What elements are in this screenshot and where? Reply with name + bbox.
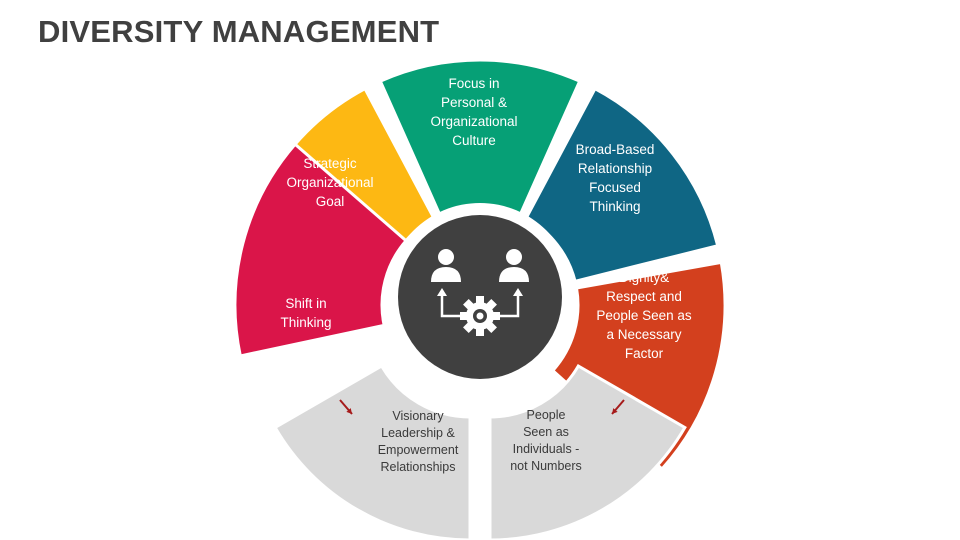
segment-label-line: Factor (625, 346, 664, 361)
segment-label-line: Focused (589, 180, 641, 195)
segment-label-line: Respect and (606, 289, 682, 304)
segment-dignity-respect (550, 260, 727, 472)
segment-label-line: Empowerment (378, 443, 459, 457)
segment-label-line: Thinking (280, 315, 331, 330)
segment-label-line: Visionary (392, 409, 444, 423)
segment-label-line: a Necessary (606, 327, 681, 342)
segment-label-line: People (527, 408, 566, 422)
segment-label-line: Strategic (303, 156, 357, 171)
segment-label-line: Thinking (589, 199, 640, 214)
segment-label-line: Relationships (380, 460, 455, 474)
segment-label-line: Broad-Based (576, 142, 655, 157)
segment-label-line: not Numbers (510, 459, 582, 473)
gear-icon (460, 296, 500, 336)
segment-label-shift-thinking: Shift in Thinking (280, 296, 331, 330)
person-icon-left (431, 249, 461, 282)
arrow-to-visionary-leadership (339, 399, 353, 415)
segment-label-line: Seen as (523, 425, 569, 439)
segment-label-line: Culture (452, 133, 496, 148)
segment-label-line: Personal & (441, 95, 507, 110)
segment-label-line: Shift in (285, 296, 326, 311)
arrow-to-people-individuals (611, 399, 625, 415)
person-icon-right (499, 249, 529, 282)
segment-label-line: Relationship (578, 161, 652, 176)
segment-label-line: Focus in (448, 76, 499, 91)
segment-label-line: Dignity& (619, 270, 669, 285)
page-title: DIVERSITY MANAGEMENT (38, 14, 440, 49)
connector-arrow-right (500, 288, 523, 318)
segment-label-line: People Seen as (596, 308, 692, 323)
segment-label-line: Goal (316, 194, 345, 209)
segment-label-line: Organizational (430, 114, 517, 129)
segment-shift-thinking (233, 142, 409, 358)
segment-label-line: Leadership & (381, 426, 455, 440)
segment-visionary-leadership (273, 363, 472, 540)
segment-label-line: Individuals - (513, 442, 580, 456)
segment-label-line: Organizational (286, 175, 373, 190)
connector-arrow-left (437, 288, 460, 318)
